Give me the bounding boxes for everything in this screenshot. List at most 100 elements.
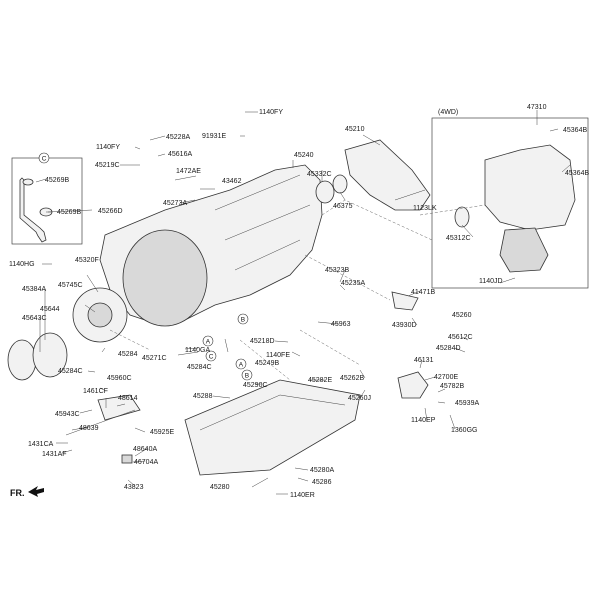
label-1461cf: 1461CF — [83, 388, 108, 395]
assembly-dashed-lines — [109, 199, 486, 381]
callout-letter-c-2: C — [209, 354, 214, 361]
label-1140fy: 1140FY — [96, 144, 120, 151]
label-45364b-a: 45364B — [563, 127, 587, 134]
label-45260: 45260 — [452, 312, 472, 319]
label-1140fy-top: 1140FY — [259, 109, 283, 116]
oil-tube-oring — [22, 178, 34, 186]
label-45284c-b: 45284C — [187, 364, 212, 371]
callout-circle-b — [237, 313, 249, 325]
label-45290c: 45290C — [243, 382, 268, 389]
label-45312c: 45312C — [446, 235, 471, 242]
label-45249b: 45249B — [255, 360, 279, 367]
label-47310: 47310 — [527, 104, 547, 111]
label-45364b-b: 45364B — [565, 170, 589, 177]
label-45745c: 45745C — [58, 282, 83, 289]
label-45280a: 45280A — [310, 467, 334, 474]
park-rod-48640a — [121, 454, 133, 464]
4wd-mount-bracket — [499, 227, 549, 273]
label-46131: 46131 — [414, 357, 434, 364]
front-arrow-icon — [28, 486, 44, 497]
label-45943c: 45943C — [55, 411, 80, 418]
callout-letter-b-2: B — [245, 373, 249, 380]
speed-sensor-42700e — [397, 371, 429, 399]
callout-circle-c-2 — [205, 350, 217, 362]
label-45644: 45644 — [40, 306, 60, 313]
label-45262b: 45262B — [340, 375, 364, 382]
label-46704a: 46704A — [134, 459, 158, 466]
bracket-41471b — [391, 291, 419, 311]
label-1360gg: 1360GG — [451, 427, 477, 434]
label-1140jd: 1140JD — [479, 278, 503, 285]
label-45323b: 45323B — [325, 267, 349, 274]
callout-letter-a: A — [206, 339, 211, 346]
label-45925e: 45925E — [150, 429, 174, 436]
4wd-label: (4WD) — [438, 109, 458, 116]
label-48614: 48614 — [118, 395, 138, 402]
label-45282e: 45282E — [308, 377, 332, 384]
label-43823: 43823 — [124, 484, 144, 491]
label-43462: 43462 — [222, 178, 242, 185]
label-1431ca: 1431CA — [28, 441, 54, 448]
label-45320f: 45320F — [75, 257, 99, 264]
callout-letter-c: C — [42, 156, 47, 163]
label-45612c: 45612C — [448, 334, 473, 341]
label-45260j: 45260J — [348, 395, 371, 402]
label-45271c: 45271C — [142, 355, 167, 362]
bushing-45332c — [315, 180, 335, 204]
label-45269b-b: 45269B — [57, 209, 81, 216]
label-45240: 45240 — [294, 152, 314, 159]
label-48640a: 48640A — [133, 446, 157, 453]
case-rib-lines — [214, 174, 311, 271]
leader-lines — [35, 110, 571, 495]
label-45266d: 45266D — [98, 208, 123, 215]
label-1123lk: 1123LK — [413, 205, 437, 212]
pump-oring — [32, 332, 68, 378]
oil-pan-rim — [199, 394, 346, 431]
label-1472ae: 1472AE — [176, 168, 201, 175]
label-45288: 45288 — [193, 393, 213, 400]
label-41471b: 41471B — [411, 289, 435, 296]
label-45963: 45963 — [331, 321, 351, 328]
label-45616a: 45616A — [168, 151, 192, 158]
label-1431af: 1431AF — [42, 451, 67, 458]
label-45218d: 45218D — [250, 338, 275, 345]
4wd-seal — [454, 206, 470, 228]
label-45235a: 45235A — [341, 280, 365, 287]
inset-box-4wd — [431, 117, 589, 289]
oil-pan — [184, 379, 361, 476]
label-42700e: 42700E — [434, 374, 458, 381]
oil-pump-hub — [87, 302, 113, 328]
label-45228a: 45228A — [166, 134, 190, 141]
seal-46375 — [332, 174, 348, 194]
callout-letter-a-2: A — [239, 362, 244, 369]
label-45782b: 45782B — [440, 383, 464, 390]
label-1140ga: 1140GA — [185, 347, 210, 354]
label-45939a: 45939A — [455, 400, 479, 407]
label-45219c: 45219C — [95, 162, 120, 169]
manual-shaft — [65, 409, 136, 436]
label-45273a: 45273A — [163, 200, 187, 207]
label-91931e: 91931E — [202, 133, 226, 140]
label-45284d: 45284D — [436, 345, 461, 352]
callout-circle-a — [202, 335, 214, 347]
front-direction-label: FR. — [10, 488, 25, 498]
callout-circle-a-2 — [235, 358, 247, 370]
label-46375: 46375 — [333, 203, 353, 210]
label-1140ep: 1140EP — [411, 417, 436, 424]
label-45284: 45284 — [118, 351, 138, 358]
label-45284c-a: 45284C — [58, 368, 83, 375]
label-45280: 45280 — [210, 484, 230, 491]
label-45332c: 45332C — [307, 171, 332, 178]
label-45384a: 45384A — [22, 286, 46, 293]
label-45286: 45286 — [312, 479, 332, 486]
label-45210: 45210 — [345, 126, 365, 133]
converter-housing-opening — [122, 229, 208, 327]
transfer-case-adapter — [484, 144, 576, 231]
callout-circle-c — [38, 152, 50, 164]
oil-tube-part — [19, 177, 47, 243]
callout-letter-b: B — [241, 317, 245, 324]
label-1140er: 1140ER — [290, 492, 315, 499]
detent-spring-45960c — [97, 394, 141, 421]
label-45960c: 45960C — [107, 375, 132, 382]
